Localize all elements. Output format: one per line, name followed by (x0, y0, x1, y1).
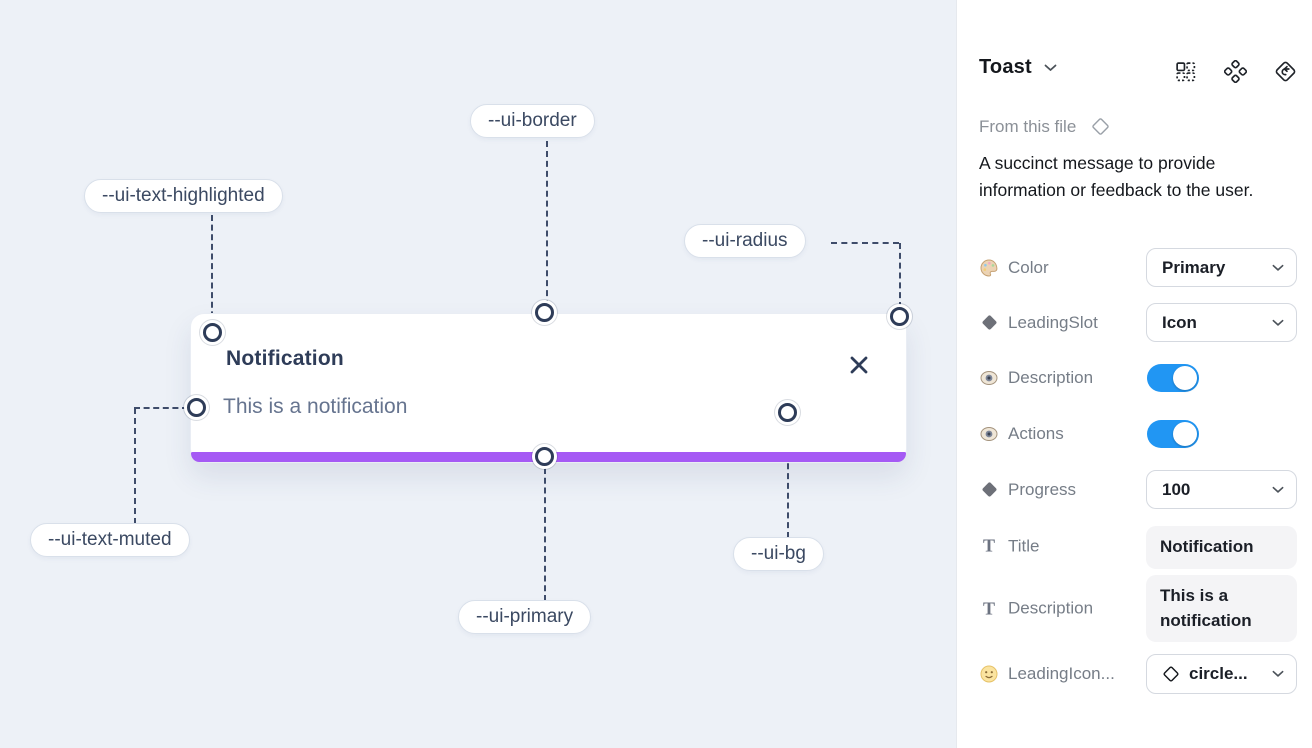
css-var-label-ui-radius[interactable]: --ui-radius (684, 224, 806, 258)
toast-title: Notification (226, 347, 344, 370)
property-label: LeadingSlot (1008, 312, 1098, 332)
property-row-description-text: T Description This is a notification (957, 575, 1312, 643)
chevron-down-icon (1272, 486, 1284, 493)
connector-text-muted-horizontal (134, 407, 188, 409)
text-icon: T (982, 598, 995, 618)
property-row-description-toggle: Description (957, 364, 1312, 392)
component-name: Toast (979, 56, 1032, 78)
diamond-icon (979, 314, 999, 331)
component-diamond-icon (1092, 118, 1110, 135)
toast-component-preview[interactable]: Notification This is a notification (190, 313, 907, 463)
toggle-knob (1173, 366, 1197, 390)
anchor-marker-text-highlighted[interactable] (203, 323, 222, 342)
chevron-down-icon (1272, 670, 1284, 677)
connector-radius-vertical (899, 243, 901, 308)
properties-panel: Toast From this file A succinct mes (956, 0, 1312, 748)
component-icon[interactable] (1224, 60, 1247, 83)
anchor-marker-bg[interactable] (778, 403, 797, 422)
anchor-marker-text-muted[interactable] (187, 398, 206, 417)
connector-primary (544, 468, 546, 601)
description-toggle[interactable] (1147, 364, 1199, 392)
css-var-label-ui-bg[interactable]: --ui-bg (733, 537, 824, 571)
property-label: LeadingIcon... (1008, 664, 1115, 683)
connector-text-highlighted (211, 215, 213, 327)
connector-text-muted-vertical (134, 408, 136, 524)
property-label: Color (1008, 257, 1049, 277)
eye-icon (979, 368, 999, 388)
close-icon[interactable] (848, 354, 870, 376)
property-row-progress: Progress 100 (957, 470, 1312, 509)
property-label: Title (1008, 536, 1040, 555)
chevron-down-icon (1272, 264, 1284, 271)
connector-bg (787, 424, 789, 538)
instance-grid-icon[interactable] (1174, 60, 1197, 83)
chevron-down-icon (1044, 64, 1057, 71)
property-label: Description (1008, 598, 1094, 618)
css-var-label-ui-primary[interactable]: --ui-primary (458, 600, 592, 634)
leadingicon-select[interactable]: circle... (1146, 654, 1297, 694)
leadingslot-select[interactable]: Icon (1146, 303, 1297, 342)
source-label: From this file (979, 116, 1077, 136)
component-description: A succinct message to provide informatio… (979, 153, 1254, 201)
property-row-color: Color Primary (957, 248, 1312, 287)
design-canvas[interactable]: Notification This is a notification --ui… (0, 0, 956, 748)
palette-icon (979, 258, 999, 278)
diamond-outline-icon (1163, 666, 1179, 682)
description-input[interactable]: This is a notification (1146, 575, 1297, 643)
connector-radius-horizontal (831, 242, 899, 244)
chevron-down-icon (1272, 319, 1284, 326)
progress-select[interactable]: 100 (1146, 470, 1297, 509)
toast-description: This is a notification (223, 395, 408, 418)
property-row-actions-toggle: Actions (957, 420, 1312, 448)
smiley-icon (979, 664, 999, 684)
anchor-marker-primary[interactable] (535, 447, 554, 466)
eye-icon (979, 424, 999, 444)
toggle-knob (1173, 422, 1197, 446)
property-label: Actions (1008, 424, 1064, 443)
property-row-leadingslot: LeadingSlot Icon (957, 303, 1312, 342)
color-select[interactable]: Primary (1146, 248, 1297, 287)
actions-toggle[interactable] (1147, 420, 1199, 448)
component-selector[interactable]: Toast (979, 56, 1057, 79)
text-icon: T (982, 535, 995, 556)
css-var-label-ui-text-highlighted[interactable]: --ui-text-highlighted (84, 179, 283, 213)
css-var-label-ui-text-muted[interactable]: --ui-text-muted (30, 523, 190, 557)
anchor-marker-radius[interactable] (890, 307, 909, 326)
property-row-title: T Title Notification (957, 526, 1312, 569)
title-input[interactable]: Notification (1146, 526, 1297, 569)
css-var-label-ui-border[interactable]: --ui-border (470, 104, 595, 138)
return-to-component-icon[interactable] (1274, 60, 1297, 83)
anchor-marker-border[interactable] (535, 303, 554, 322)
diamond-icon (979, 481, 999, 498)
property-label: Progress (1008, 479, 1077, 499)
property-row-leadingicon: LeadingIcon... circle... (957, 654, 1312, 694)
connector-border (546, 141, 548, 306)
property-label: Description (1008, 368, 1094, 387)
